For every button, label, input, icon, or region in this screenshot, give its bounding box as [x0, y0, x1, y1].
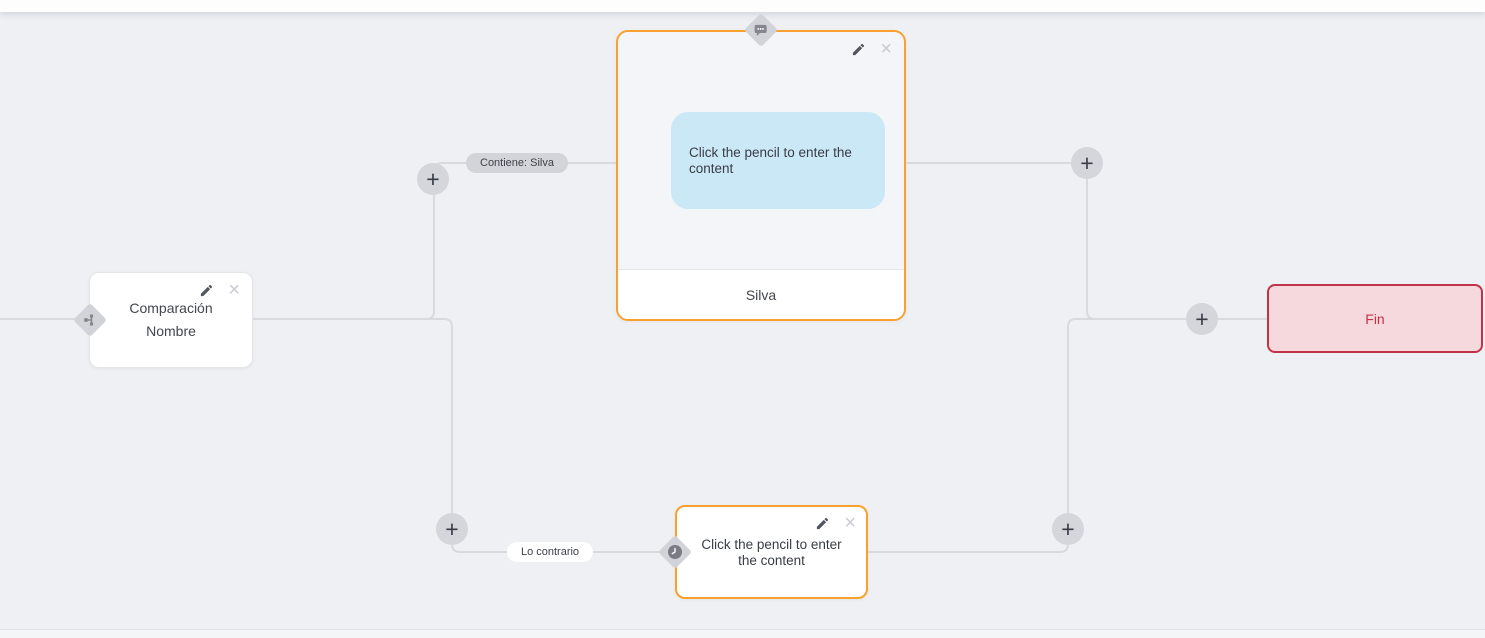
- end-node-label: Fin: [1365, 310, 1385, 327]
- message-content-bubble: Click the pencil to enter the content: [671, 112, 885, 209]
- condition-node[interactable]: × Comparación Nombre: [73, 272, 253, 368]
- branch-icon-glyph: [84, 314, 94, 326]
- edge-action-to-end: [868, 318, 1267, 553]
- end-node[interactable]: Fin: [1267, 284, 1483, 353]
- message-node[interactable]: × Click the pencil to enter the content …: [616, 13, 906, 321]
- branch-icon[interactable]: [73, 303, 107, 337]
- canvas-top-edge: [0, 0, 1485, 12]
- message-answer-label: Silva: [618, 269, 904, 319]
- pencil-icon: [817, 517, 829, 529]
- add-node-button-after-message[interactable]: +: [1071, 147, 1103, 179]
- edge-condition-to-action: [252, 318, 661, 553]
- add-node-button-nomatch-branch[interactable]: +: [436, 513, 468, 545]
- add-node-button-after-action[interactable]: +: [1052, 513, 1084, 545]
- delete-action-button[interactable]: ×: [844, 512, 856, 534]
- chat-bubble-icon-glyph: [755, 24, 767, 36]
- condition-title: Comparación: [129, 300, 213, 316]
- edit-message-button[interactable]: [851, 42, 866, 57]
- edge-label-otherwise[interactable]: Lo contrario: [506, 542, 594, 562]
- add-node-button-before-end[interactable]: +: [1186, 303, 1218, 335]
- clock-icon[interactable]: [658, 535, 692, 569]
- delete-condition-button[interactable]: ×: [228, 279, 240, 301]
- edge-message-to-end: [906, 162, 1267, 320]
- clock-icon-glyph: [668, 545, 682, 559]
- message-placeholder-text: Click the pencil to enter the content: [689, 144, 852, 176]
- action-node[interactable]: × Click the pencil to enter the content: [658, 505, 868, 599]
- edit-condition-button[interactable]: [199, 283, 214, 298]
- condition-subtitle: Nombre: [146, 323, 196, 339]
- pencil-icon: [853, 43, 865, 55]
- delete-message-button[interactable]: ×: [880, 38, 892, 60]
- edit-action-button[interactable]: [815, 516, 830, 531]
- edge-label-contains[interactable]: Contiene: Silva: [466, 153, 568, 173]
- pencil-icon: [201, 284, 213, 296]
- add-node-button-match-branch[interactable]: +: [417, 163, 449, 195]
- answer-text: Silva: [745, 286, 777, 303]
- action-placeholder-text: Click the pencil to enter the content: [701, 537, 842, 569]
- canvas-bottom-edge: [0, 629, 1485, 638]
- chat-bubble-icon[interactable]: [744, 13, 778, 47]
